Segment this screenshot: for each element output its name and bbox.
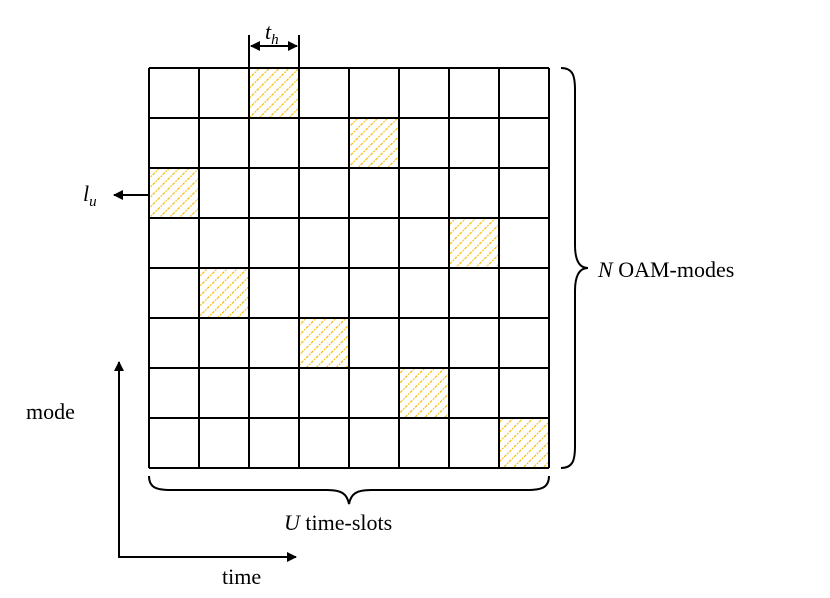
mode-axis-label: mode xyxy=(26,399,75,424)
time-axis-label: time xyxy=(222,564,261,589)
hatched-cell xyxy=(349,118,399,168)
hatched-cells xyxy=(149,68,549,468)
grid xyxy=(148,67,550,469)
hatched-cell xyxy=(449,218,499,268)
hatched-cell xyxy=(499,418,549,468)
time-slots-label: U time-slots xyxy=(284,510,392,535)
hatched-cell xyxy=(249,68,299,118)
modes-count-label: N OAM-modes xyxy=(597,257,734,282)
modes-brace xyxy=(560,67,589,469)
hatched-cell xyxy=(299,318,349,368)
hatched-cell xyxy=(149,168,199,218)
slot-width-dimension xyxy=(248,35,300,68)
mode-index-label: lu xyxy=(83,181,97,210)
hatched-cell xyxy=(199,268,249,318)
hatched-cell xyxy=(399,368,449,418)
slot-width-label: th xyxy=(265,19,279,48)
time-slots-brace xyxy=(148,475,550,505)
